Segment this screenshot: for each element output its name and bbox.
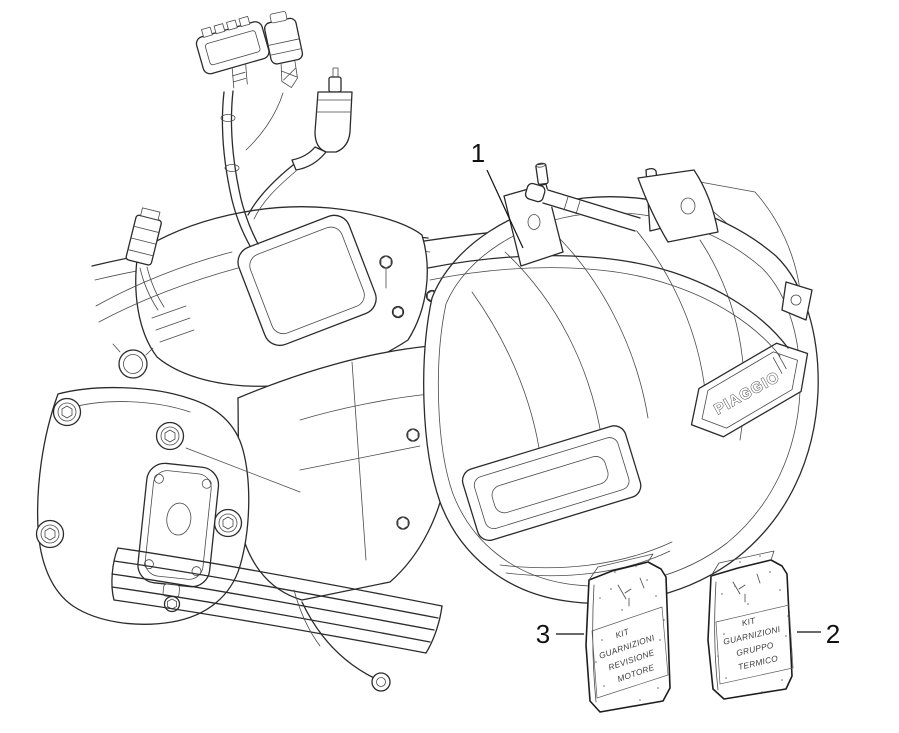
callout-2[interactable]: 2 (797, 619, 840, 649)
leader-line-1 (486, 169, 524, 249)
crankcase (237, 345, 449, 601)
svg-text:KIT: KIT (614, 626, 631, 640)
piaggio-badge: PIAGGIO (690, 342, 809, 438)
harness-connector-small (263, 11, 304, 88)
gasket-bag-top-end: KIT GUARNIZIONI GRUPPO TERMICO (707, 550, 794, 700)
air-scoop (461, 425, 642, 541)
bag-3-label-box (591, 606, 669, 699)
shaft-bracket (637, 167, 719, 243)
rubber-mount-bolt (52, 397, 82, 427)
water-pump-cover (137, 462, 220, 613)
gasket-bag-engine-overhaul: KIT GUARNIZIONI REVISIONE MOTORE (585, 553, 671, 713)
case-bolt (396, 516, 410, 530)
loom-side-connector (125, 207, 162, 266)
brake-cable (427, 255, 789, 357)
case-bolt (406, 428, 420, 442)
rubber-mount-bolt (213, 508, 243, 538)
callout-3-label[interactable]: 3 (536, 619, 550, 649)
valve-cover (237, 214, 377, 347)
callout-3[interactable]: 3 (536, 619, 584, 649)
rubber-mount-bolt (155, 421, 185, 451)
bag-2-label-box (715, 604, 794, 685)
wiring-harness (125, 11, 304, 311)
mount-lug (781, 281, 813, 321)
head-bolt (391, 305, 405, 319)
svg-text:KIT: KIT (741, 615, 757, 628)
spark-plug-cap (247, 67, 353, 220)
callout-1-label[interactable]: 1 (471, 138, 485, 168)
callout-2-label[interactable]: 2 (826, 619, 840, 649)
drive-shaft (524, 182, 641, 232)
rubber-mount-bolt (35, 519, 65, 549)
oil-sump-fins (111, 547, 443, 654)
callout-1[interactable]: 1 (471, 138, 524, 249)
harness-connector-large (195, 16, 270, 89)
engine-assembly-illustration: PIAGGIO (35, 11, 819, 692)
center-stand (293, 589, 391, 692)
